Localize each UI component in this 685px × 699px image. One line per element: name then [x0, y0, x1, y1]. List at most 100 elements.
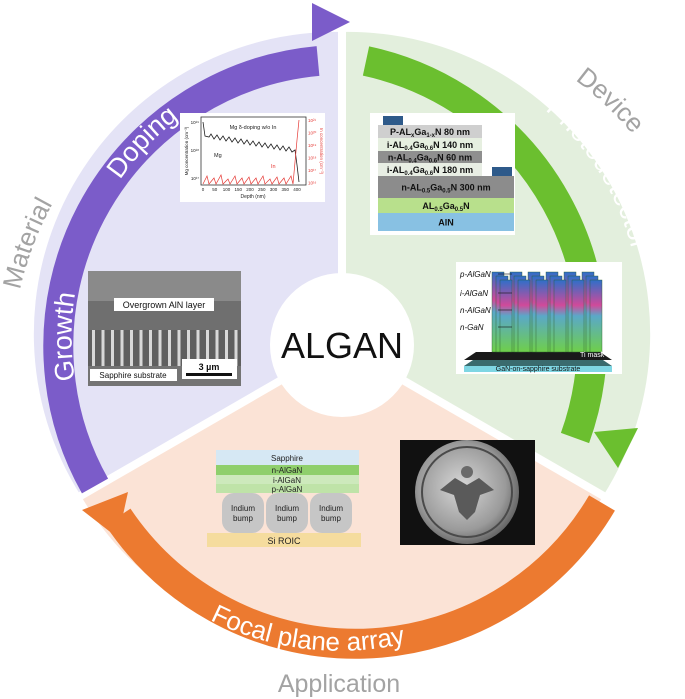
fpa-sapphire [216, 450, 359, 465]
x-tick-label: 100 [223, 187, 231, 192]
y-tick-label-right: 10¹⁹ [308, 143, 317, 148]
y-tick-label-right: 10²¹ [308, 118, 317, 123]
sem-pillar [101, 330, 105, 366]
sem-image: Overgrown AlN layer Sapphire substrate 3… [88, 271, 241, 386]
growth-label: Growth [47, 290, 81, 383]
x-tick-label: 200 [246, 187, 254, 192]
stack-layer-label: n-AL0.5Ga0.5N 300 nm [401, 183, 490, 195]
fpa-roic [207, 533, 361, 547]
sem-pillar [177, 330, 181, 366]
fpa-p-layer-label: p-AlGaN [272, 485, 303, 494]
x-tick-label: 150 [234, 187, 242, 192]
nanowire-mask-label: Ti mask [580, 352, 605, 359]
doping-plot-title: Mg δ-doping w/o In [230, 125, 277, 131]
nanowire [553, 279, 567, 353]
indium-bump [266, 493, 308, 533]
nanowire [517, 279, 531, 353]
y-tick-label-left: 10¹⁸ [191, 148, 200, 153]
sem-pillar [149, 330, 152, 366]
nanowire [589, 279, 603, 353]
sem-bottom-label-bg [90, 369, 177, 381]
nanowire-diagram: Ti mask GaN-on-sapphire substrate p-AlGa… [456, 262, 622, 374]
sem-pillar [111, 330, 114, 366]
nanowire-substrate-label: GaN-on-sapphire substrate [496, 366, 581, 373]
stack-layer-label: AlN [438, 218, 454, 228]
fpa-roic-label: Si ROIC [267, 536, 301, 546]
sem-top-label: Overgrown AlN layer [123, 300, 206, 310]
layer-stack: P-ALxGa1-xN 80 nmi-AL0.4Ga0.6N 140 nmn-A… [370, 113, 515, 235]
sem-pillar [215, 330, 219, 366]
stack-layer [378, 163, 482, 176]
stack-layer [378, 198, 514, 213]
sem-top-label-bg [114, 298, 214, 311]
x-tick-label: 50 [212, 187, 218, 192]
fpa-n-layer-label: n-AlGaN [272, 466, 303, 475]
stack-layer-label: i-AL0.4Ga0.6N 180 nm [387, 165, 473, 177]
in-profile-line [202, 119, 300, 185]
device-arrow-head [594, 428, 638, 468]
sem-pillar [196, 330, 200, 366]
stack-layer [378, 213, 514, 231]
y-tick-label-right: 10¹⁶ [308, 181, 317, 186]
sem-pillar [139, 330, 143, 366]
y-axis-label-right: In concentration (cm⁻³) [319, 128, 324, 175]
application-category: Application [278, 670, 400, 698]
material-arrow [43, 46, 320, 494]
y-tick-label-right: 10¹⁷ [308, 168, 317, 173]
material-arrow-head [312, 3, 350, 41]
sem-pillar [158, 330, 162, 366]
y-tick-labels-left: 10¹⁹ 10¹⁸ 10¹⁷ [191, 120, 200, 181]
y-tick-labels-right: 10²¹ 10²⁰ 10¹⁹ 10¹⁸ 10¹⁷ 10¹⁶ [308, 118, 317, 186]
nanowire [535, 279, 549, 353]
nanowire [571, 279, 585, 353]
stack-layer-label: i-AL0.4Ga0.6N 140 nm [387, 140, 473, 152]
stack-layer-label: AL0.5Ga0.5N [422, 201, 469, 213]
y-tick-label-right: 10²⁰ [308, 131, 317, 136]
stack-layer [378, 138, 482, 151]
sem-pillar [187, 330, 190, 366]
sem-pillar [225, 330, 228, 366]
x-tick-label: 250 [258, 187, 266, 192]
sem-pillar [234, 330, 238, 366]
fpa-coin-image [400, 440, 535, 545]
nanowire [499, 279, 513, 353]
stack-layer-label: n-AL0.4Ga0.6N 60 nm [388, 153, 472, 165]
fpa-sapphire-label: Sapphire [271, 454, 304, 463]
mg-profile-line [202, 121, 300, 183]
sem-pillar [120, 330, 124, 366]
center-title: ALGAN [281, 325, 403, 366]
top-contact [383, 116, 403, 125]
sem-pillar [206, 330, 209, 366]
y-tick-label-right: 10¹⁸ [308, 156, 317, 161]
stack-layer [378, 176, 514, 198]
application-arrow [105, 495, 615, 659]
application-arrow-head [82, 492, 128, 538]
scale-bar [186, 373, 232, 376]
nanowire-layer-label: i-AlGaN [460, 289, 488, 298]
nanowire-layer-label: n-AlGaN [460, 306, 491, 315]
sem-pillar [130, 330, 133, 366]
y-tick-label-left: 10¹⁷ [191, 176, 200, 181]
nanowire-layer-label: p-AlGaN [459, 270, 491, 279]
fpa-n-layer [216, 465, 359, 475]
scale-bar-label: 3 µm [199, 362, 220, 372]
eagle-emblem [440, 478, 494, 520]
fpa-i-layer [216, 475, 359, 484]
x-tick-label: 400 [293, 187, 301, 192]
y-tick-label-left: 10¹⁹ [191, 120, 200, 125]
y-axis-label-left: Mg concentration (cm⁻³) [184, 126, 189, 175]
indium-bump [310, 493, 352, 533]
sem-pillar [168, 330, 171, 366]
x-tick-label: 0 [202, 187, 205, 192]
sem-bottom-label: Sapphire substrate [99, 371, 167, 380]
center-circle [270, 273, 414, 417]
x-tick-label: 350 [281, 187, 289, 192]
stack-layer [378, 151, 482, 163]
stack-layer-label: P-ALxGa1-xN 80 nm [390, 127, 470, 139]
